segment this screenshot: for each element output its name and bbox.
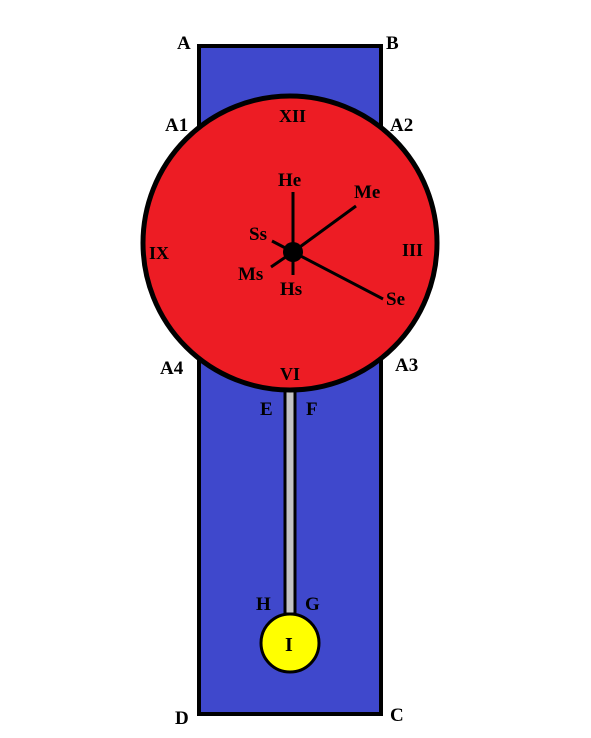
point-label-a2: A2 — [390, 115, 413, 136]
numeral-three: III — [402, 240, 423, 260]
numeral-twelve: XII — [279, 106, 306, 126]
pendulum-label-e: E — [260, 399, 273, 420]
pendulum-label-f: F — [306, 399, 318, 420]
hand-label-se: Se — [386, 289, 405, 310]
pendulum-label-g: G — [305, 594, 320, 615]
corner-label-d: D — [175, 708, 189, 729]
pendulum-rod — [283, 386, 297, 616]
hand-label-he: He — [278, 170, 301, 191]
hands-pivot — [283, 242, 303, 262]
numeral-nine: IX — [149, 243, 169, 263]
minute-hand — [292, 204, 357, 254]
point-label-a3: A3 — [395, 355, 418, 376]
pendulum-label-h: H — [256, 594, 271, 615]
hand-label-me: Me — [354, 182, 380, 203]
point-label-a4: A4 — [160, 358, 184, 379]
point-label-a1: A1 — [165, 115, 188, 136]
corner-label-a: A — [177, 33, 191, 54]
second-hand — [292, 250, 384, 301]
hand-label-ss: Ss — [249, 224, 267, 245]
hand-label-hs: Hs — [280, 279, 302, 300]
pendulum-bob — [259, 612, 321, 674]
hand-label-ms: Ms — [238, 264, 263, 285]
corner-label-b: B — [386, 33, 399, 54]
pendulum-label-i: I — [285, 634, 293, 656]
numeral-six: VI — [280, 364, 300, 384]
corner-label-c: C — [390, 705, 404, 726]
